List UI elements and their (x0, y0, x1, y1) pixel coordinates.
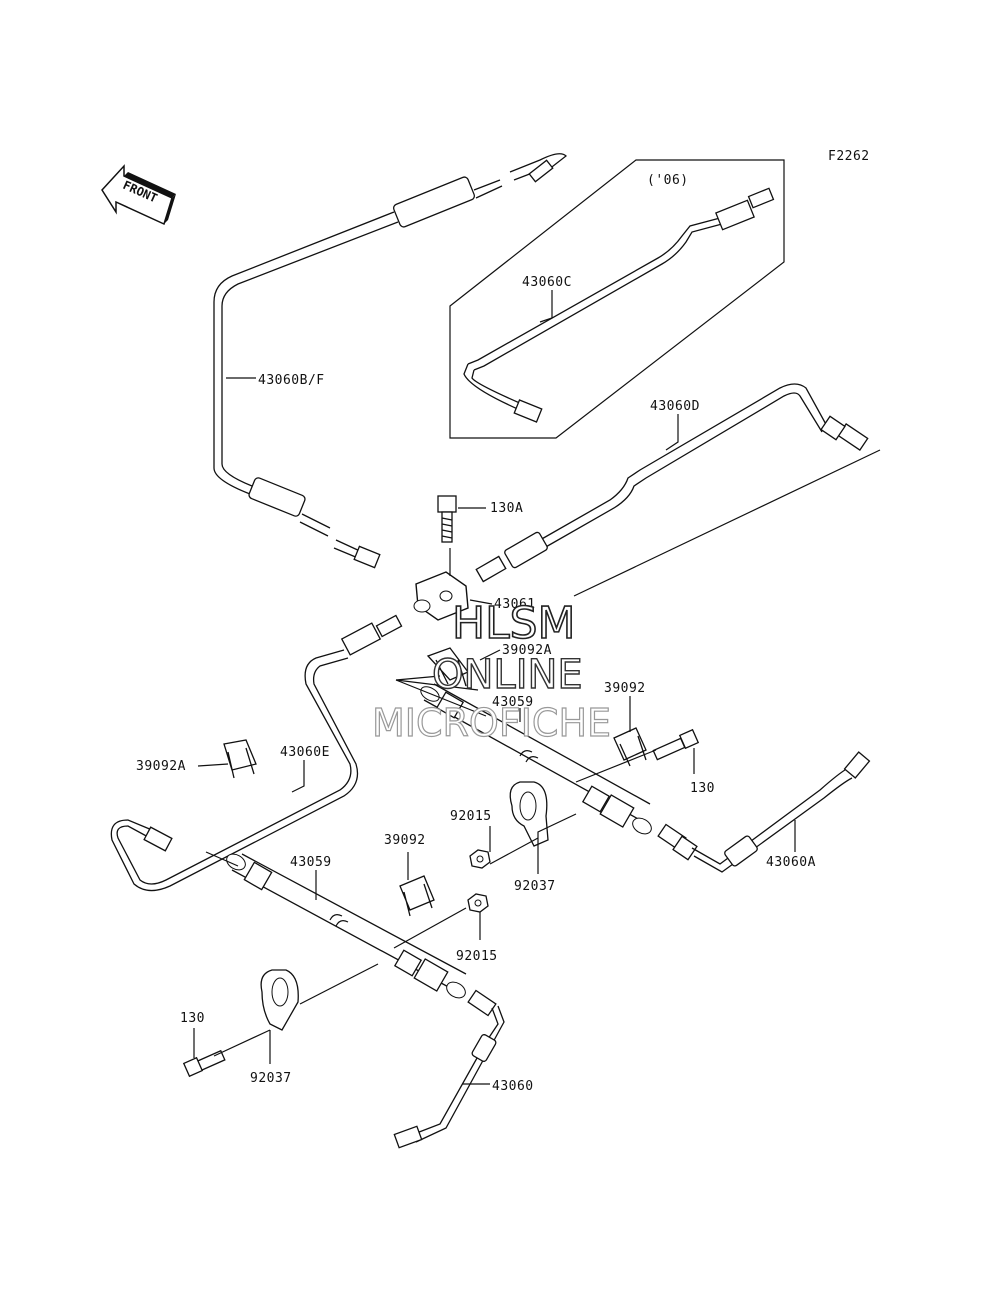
label-43060BF: 43060B/F (258, 373, 325, 388)
label-92015-bottom: 92015 (456, 949, 498, 964)
label-130-left: 130 (180, 1011, 205, 1026)
label-43061: 43061 (494, 597, 536, 612)
label-130A: 130A (490, 501, 523, 516)
inset-label: ('06) (647, 173, 689, 188)
watermark-line3: MICROFICHE (372, 701, 611, 745)
label-92037-top: 92037 (514, 879, 556, 894)
label-43060A: 43060A (766, 855, 816, 870)
watermark-line2: ONLINE (432, 652, 583, 698)
nut-92015-top (469, 849, 491, 869)
hose-43059-bottom-guide (205, 851, 239, 867)
watermark-line1: HLSM (452, 598, 576, 649)
hose-43059-top-guide (395, 679, 479, 691)
bolt-130-left (182, 1049, 226, 1078)
leader-lines (193, 290, 881, 1085)
pipe-43060A (657, 751, 871, 873)
front-arrow-icon: FRONT (101, 164, 176, 226)
hose-43059-bottom (226, 853, 467, 999)
label-43060: 43060 (492, 1079, 534, 1094)
label-43060E: 43060E (280, 745, 330, 760)
label-92037-bottom: 92037 (250, 1071, 292, 1086)
figure-code: F2262 (828, 149, 870, 164)
bolt-130-right (652, 728, 700, 761)
label-92015-top: 92015 (450, 809, 492, 824)
pipe-43060 (393, 989, 505, 1149)
clip-39092A-left (223, 739, 257, 779)
label-43060C: 43060C (522, 275, 572, 290)
clamp-92037-top (509, 781, 549, 847)
clip-39092-right (613, 727, 647, 767)
label-39092-top: 39092 (604, 681, 646, 696)
pipe-43060C (463, 187, 775, 423)
label-43059-bottom: 43059 (290, 855, 332, 870)
label-43060D: 43060D (650, 399, 700, 414)
clip-39092A-top (426, 647, 470, 687)
bolt-130A (437, 495, 457, 543)
label-39092A-top: 39092A (502, 643, 552, 658)
clamp-92037-bottom (260, 969, 299, 1031)
pipe-43060D (475, 383, 869, 583)
label-130-right: 130 (690, 781, 715, 796)
junction-block-43061 (413, 571, 469, 621)
clip-39092-middle (399, 875, 435, 917)
label-39092-middle: 39092 (384, 833, 426, 848)
pipe-43060E (110, 614, 403, 892)
label-39092A-left: 39092A (136, 759, 186, 774)
pipe-43060BF (213, 153, 567, 569)
inset-frame (449, 159, 785, 439)
label-43059-top: 43059 (492, 695, 534, 710)
nut-92015-bottom (467, 893, 489, 913)
